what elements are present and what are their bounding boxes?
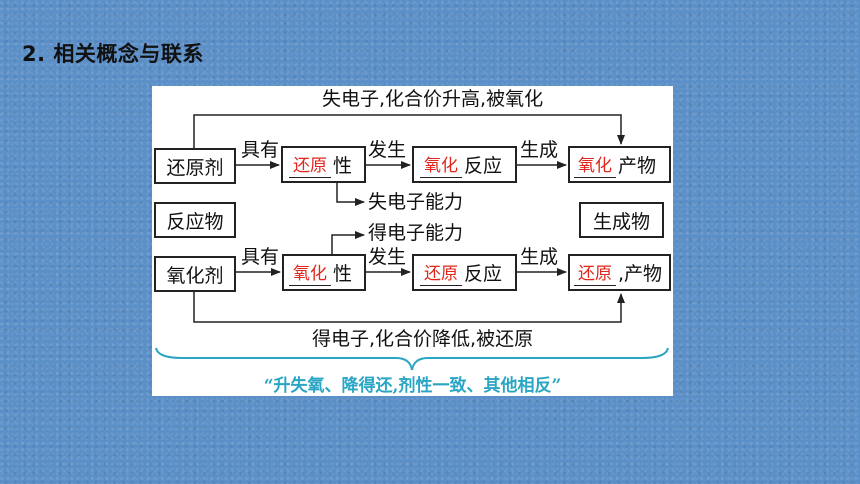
oxidation-product-suffix: 产物 [618, 155, 657, 177]
row1-property-box: 还原 性 [281, 146, 366, 183]
row2-branch-arrow [331, 231, 365, 254]
row1-verb-have: 具有 [241, 139, 280, 161]
oxidation-product-box: 氧化 产物 [568, 146, 671, 183]
reduction-product-answer: 还原 [574, 259, 616, 286]
bottom-loop-arrow [193, 292, 625, 323]
row2-verb-produce: 生成 [520, 246, 559, 268]
row1-reaction-box: 氧化 反应 [412, 146, 517, 183]
reduction-product-box: 还原 ,产物 [568, 254, 671, 291]
row2-verb-have: 具有 [241, 246, 280, 268]
row1-reaction-answer: 氧化 [420, 151, 462, 178]
reductant-box: 还原剂 [154, 148, 236, 184]
row2-property-suffix: 性 [333, 263, 353, 285]
summary-mnemonic: “升失氧、降得还,剂性一致、其他相反” [263, 376, 562, 396]
row1-branch-arrow [336, 183, 365, 206]
redox-concept-diagram: 失电子,化合价升高,被氧化 还原剂 反应物 氧化剂 具有 还原 性 发生 氧化 … [152, 86, 673, 396]
row2-branch-label: 得电子能力 [368, 222, 464, 244]
reduction-product-suffix: ,产物 [618, 263, 663, 285]
row1-verb-undergo: 发生 [368, 139, 407, 161]
row2-reaction-box: 还原 反应 [412, 254, 517, 291]
row2-property-box: 氧化 性 [282, 254, 366, 291]
row1-property-answer: 还原 [289, 151, 331, 178]
product-box: 生成物 [579, 202, 664, 238]
diagram-lines [155, 114, 669, 371]
section-heading: 2. 相关概念与联系 [22, 42, 204, 66]
oxidant-box: 氧化剂 [154, 256, 236, 292]
row1-property-suffix: 性 [333, 155, 353, 177]
row2-reaction-suffix: 反应 [464, 263, 503, 285]
top-loop-label: 失电子,化合价升高,被氧化 [322, 88, 544, 110]
oxidation-product-answer: 氧化 [574, 151, 616, 178]
row1-branch-label: 失电子能力 [368, 191, 464, 213]
row2-verb-undergo: 发生 [368, 246, 407, 268]
top-loop-arrow [193, 114, 625, 148]
row2-property-answer: 氧化 [289, 259, 331, 286]
row2-reaction-answer: 还原 [420, 259, 462, 286]
summary-brace [155, 347, 669, 371]
bottom-loop-label: 得电子,化合价降低,被还原 [312, 328, 534, 350]
row1-reaction-suffix: 反应 [464, 155, 503, 177]
reactant-box: 反应物 [154, 202, 236, 238]
row1-verb-produce: 生成 [520, 139, 559, 161]
